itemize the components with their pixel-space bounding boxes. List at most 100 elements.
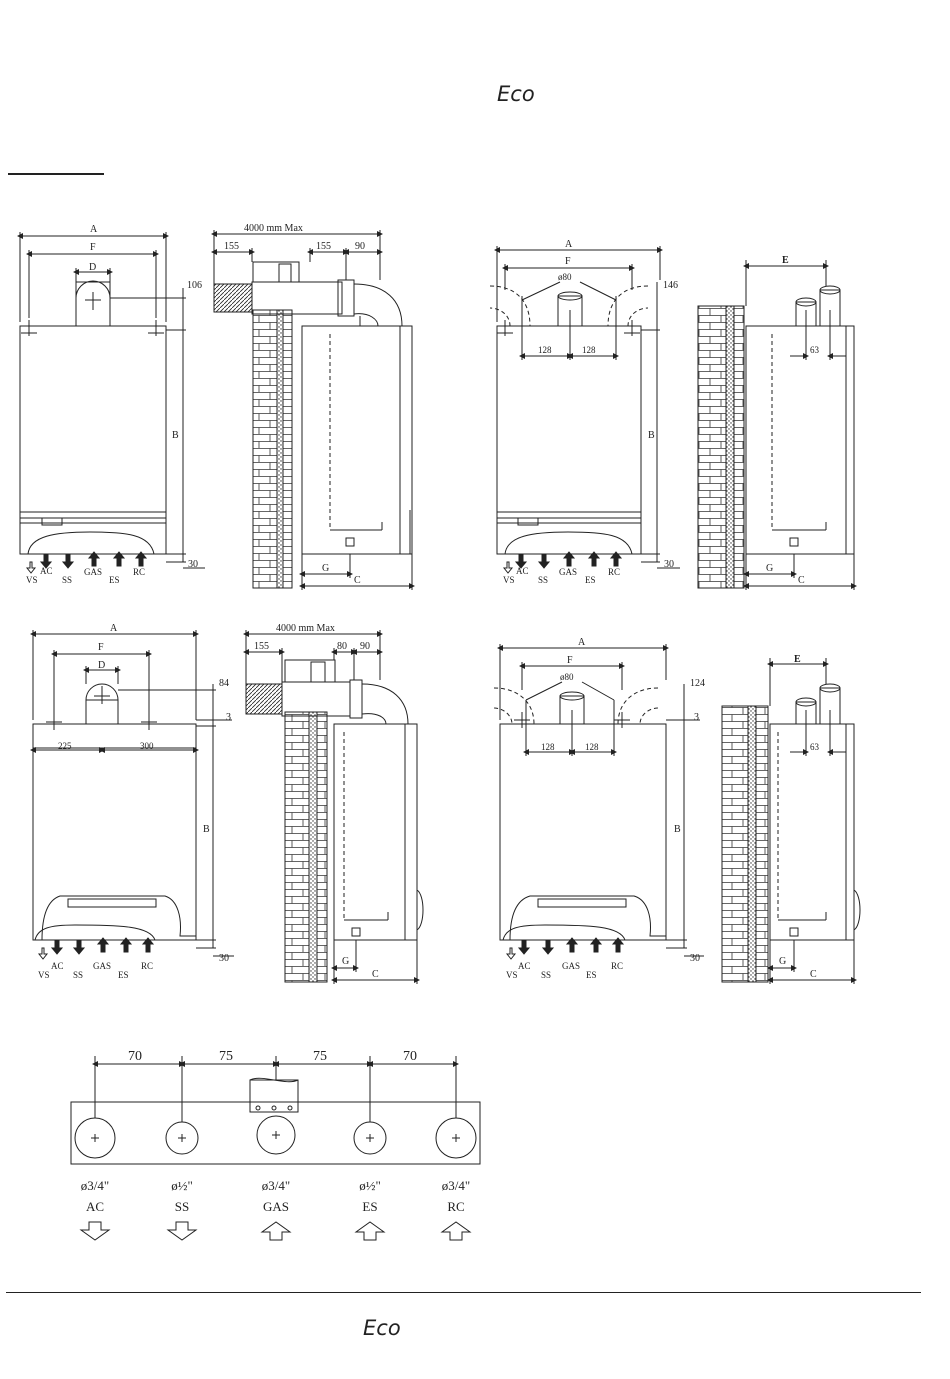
dim-c-label-6: C [372,969,379,980]
view-side-mid [246,630,423,984]
dim-d80-label-3: ø80 [558,272,572,282]
plate-size-gas: ø3/4" [262,1178,290,1193]
dim-a-label-5: A [110,623,118,634]
conn-vs: VS [26,575,38,585]
dim-128b-label-3: 128 [582,345,596,355]
plate-dim-70b: 70 [403,1049,417,1064]
conn-ss-7: SS [541,970,551,980]
plate-dim-labels: 70 75 75 70 [128,1049,417,1064]
plate-label-gas: GAS [263,1199,289,1214]
dim-155b-label: 155 [316,241,331,252]
conn-rc: RC [133,567,145,577]
plate-size-rc: ø3/4" [442,1178,470,1193]
dim-g-label-8: G [779,956,786,967]
dim-30-label: 30 [188,559,198,570]
dim-3-label: 3 [226,712,231,723]
dim-80-label-6: 80 [337,641,347,652]
plate-dim-70a: 70 [128,1049,142,1064]
view5-labels: A F D 225 300 84 3 B 30 VS AC SS GAS ES … [38,623,231,980]
dim-90-label: 90 [355,241,365,252]
dim-155a-label: 155 [224,241,239,252]
conn-rc-7: RC [611,961,623,971]
conn-ac-5: AC [51,961,64,971]
dim-90-label-6: 90 [360,641,370,652]
dim-128b-label-7: 128 [585,742,599,752]
dim-a-label-7: A [578,637,586,648]
conn-ss: SS [62,575,72,585]
dim-225-label: 225 [58,741,72,751]
conn-vs-7: VS [506,970,518,980]
conn-ac-3: AC [516,566,529,576]
dim-f-label-7: F [567,655,573,666]
view-front-mid-left [33,630,234,959]
footer-brand: Eco [363,1316,401,1340]
plate-size-es: ø½" [359,1178,381,1193]
conn-es-3: ES [585,575,596,585]
view-front-mid-right [494,644,704,959]
conn-gas-3: GAS [559,567,577,577]
dim-128a-label-3: 128 [538,345,552,355]
dim-30-label-5: 30 [219,953,229,964]
dim-84-label: 84 [219,678,229,689]
dim-3-label-7: 3 [694,712,699,723]
dim-g-label-4: G [766,563,773,574]
dim-f-label-5: F [98,642,104,653]
conn-ac: AC [40,566,53,576]
conn-es-5: ES [118,970,129,980]
plate-dim-75a: 75 [219,1049,233,1064]
plate-label-ac: AC [86,1199,104,1214]
conn-es: ES [109,575,120,585]
dim-146-label: 146 [663,280,678,291]
dim-155-label-6: 155 [254,641,269,652]
view8-labels: E 63 G C [779,654,820,980]
conn-vs-5: VS [38,970,50,980]
dim-a-label: A [90,224,98,235]
dim-e-label-8: E [794,654,801,665]
conn-es-7: ES [586,970,597,980]
dim-30-label-3: 30 [664,559,674,570]
dim-max-label: 4000 mm Max [244,223,303,234]
dim-e-label-4: E [782,255,789,266]
view-side-top-right [698,260,854,590]
dim-c-label-8: C [810,969,817,980]
conn-ss-5: SS [73,970,83,980]
plate-label-ss: SS [175,1199,189,1214]
conn-gas: GAS [84,567,102,577]
dim-g-label-6: G [342,956,349,967]
dim-128a-label-7: 128 [541,742,555,752]
dim-b-label-5: B [203,824,210,835]
dim-d-label-5: D [98,660,105,671]
dim-b-label-3: B [648,430,655,441]
plate-dim-75b: 75 [313,1049,327,1064]
view1-labels: A F D 106 B 30 VS AC SS GAS ES RC [26,224,202,585]
dim-b-label-7: B [674,824,681,835]
dim-max-label-6: 4000 mm Max [276,623,335,634]
plate-label-es: ES [362,1199,377,1214]
view-front-top-right [490,246,680,573]
footer-rule [6,1292,921,1293]
dim-a-label-3: A [565,239,573,250]
conn-vs-3: VS [503,575,515,585]
dim-300-label: 300 [140,741,154,751]
plate-size-ss: ø½" [171,1178,193,1193]
view-side-mid-right [722,658,860,984]
dim-d-label: D [89,262,96,273]
conn-rc-5: RC [141,961,153,971]
dim-106-label: 106 [187,280,202,291]
view4-labels: E 63 G C [766,255,820,586]
dim-b-label: B [172,430,179,441]
plate-size-ac: ø3/4" [81,1178,109,1193]
view-side-top [214,230,412,590]
conn-gas-7: GAS [562,961,580,971]
dim-d80-label-7: ø80 [560,672,574,682]
dim-c-label-4: C [798,575,805,586]
dim-f-label-3: F [565,256,571,267]
view2-labels: 4000 mm Max 155 155 90 G C [224,223,365,586]
dim-c-label: C [354,575,361,586]
conn-ac-7: AC [518,961,531,971]
dim-124-label: 124 [690,678,705,689]
plate-label-rc: RC [447,1199,464,1214]
dim-63-label-8: 63 [810,742,820,752]
conn-rc-3: RC [608,567,620,577]
